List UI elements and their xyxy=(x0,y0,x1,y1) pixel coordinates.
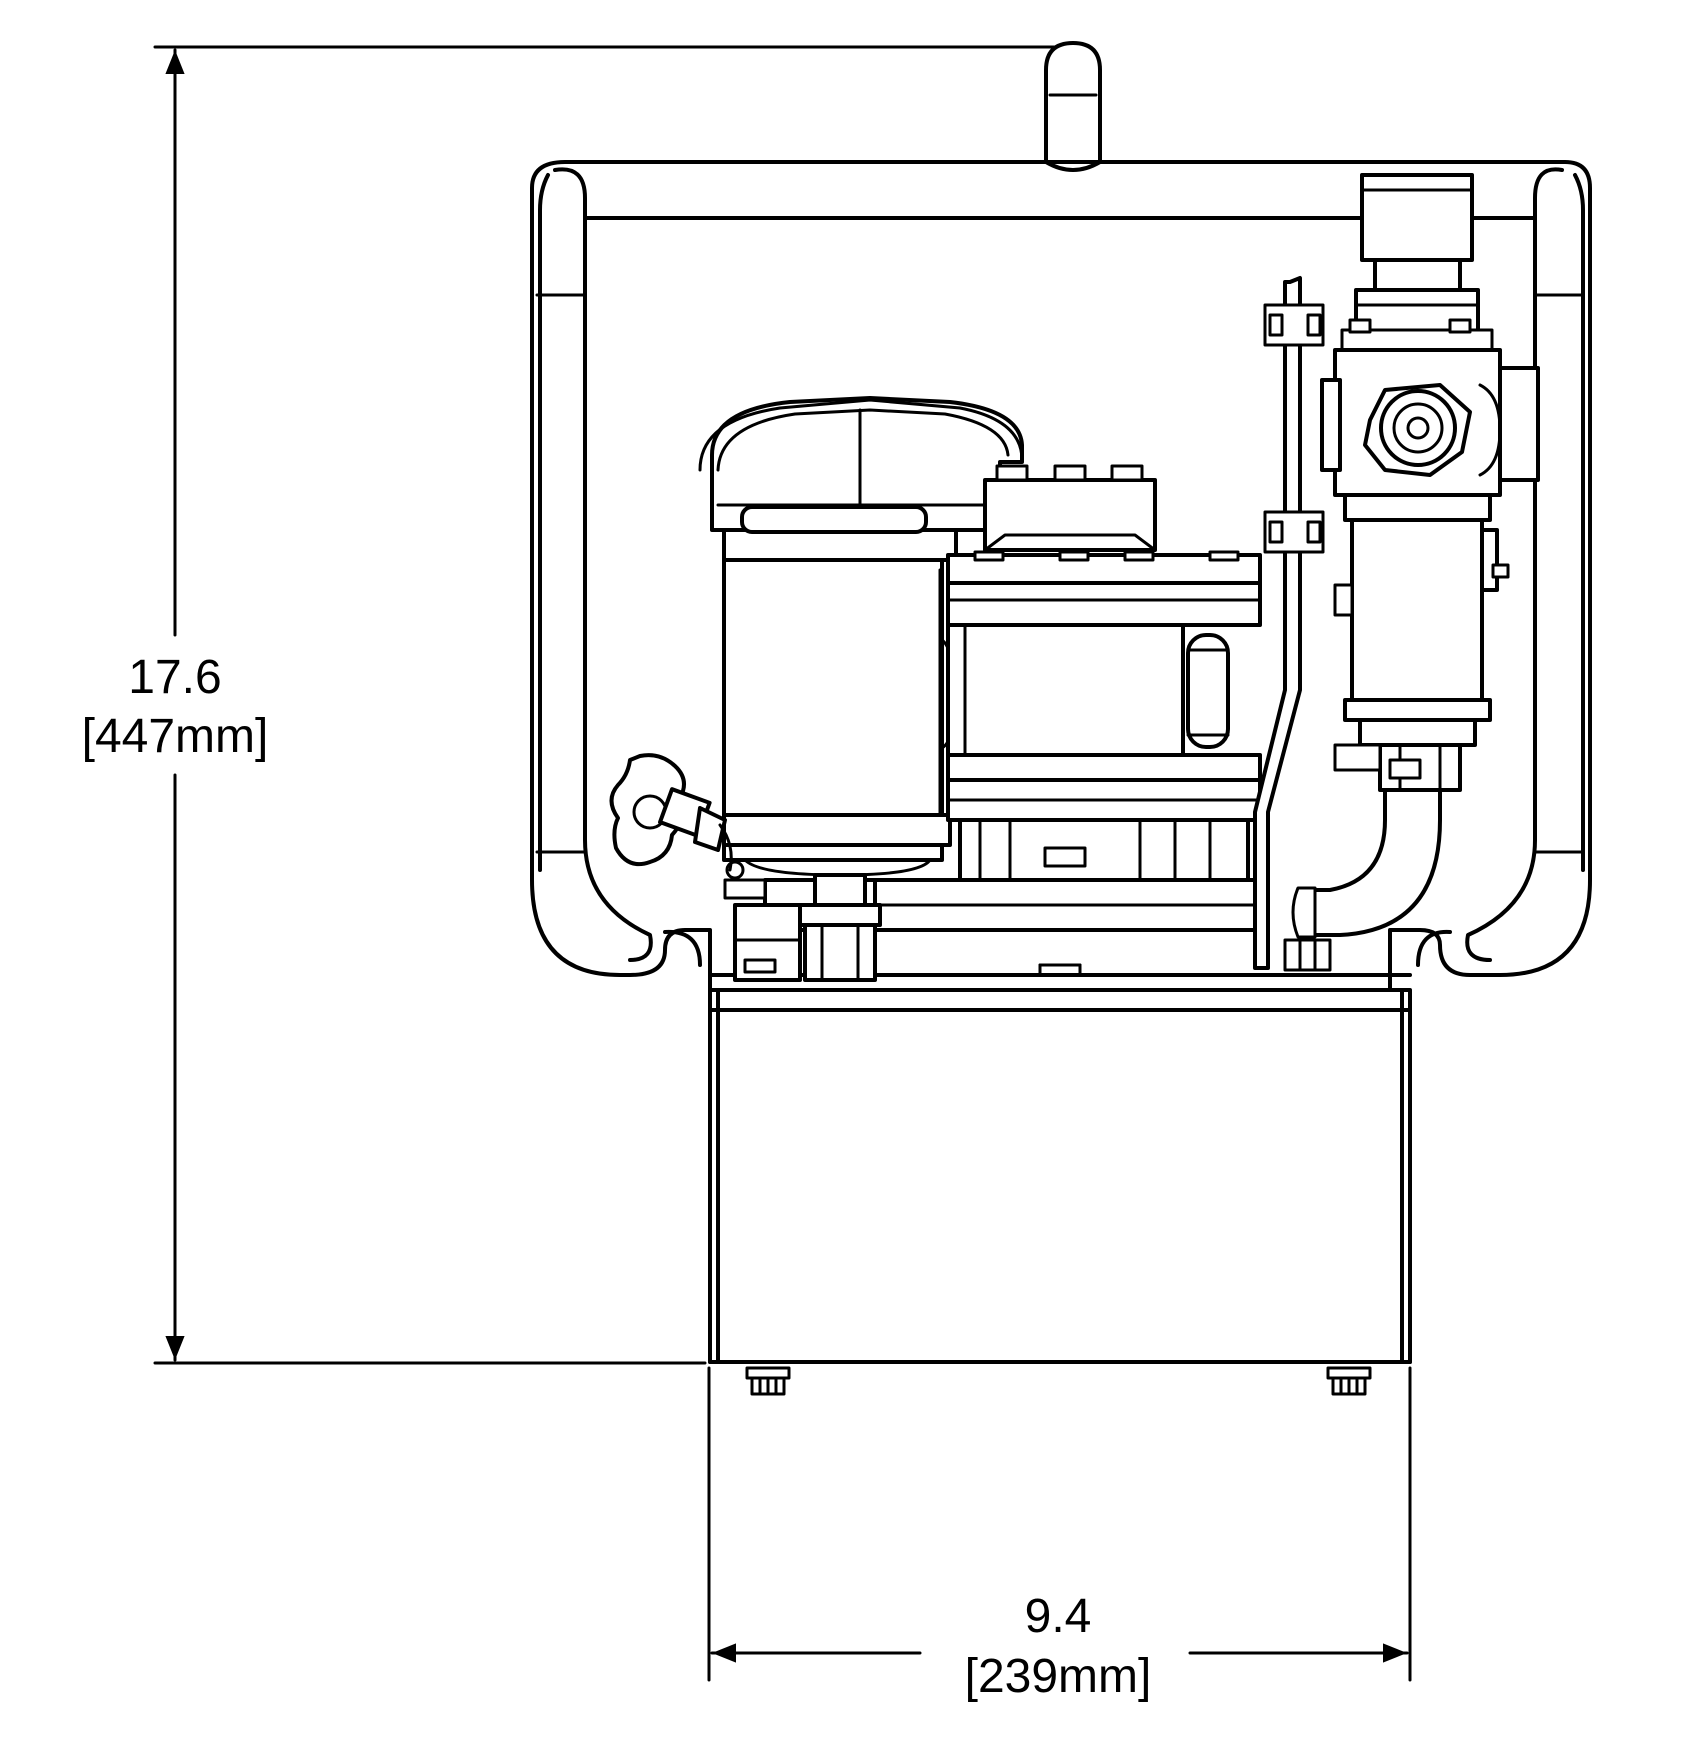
height-metric: [447mm] xyxy=(82,710,269,763)
release-valve-knob xyxy=(609,753,767,900)
width-metric: [239mm] xyxy=(965,1650,1152,1703)
carry-handle xyxy=(1044,41,1102,172)
height-dimension: 17.6 [447mm] xyxy=(82,45,1058,1365)
return-hose xyxy=(1291,788,1442,939)
tank-foot-right xyxy=(1326,1366,1372,1396)
mounting-bracket xyxy=(1253,276,1332,972)
height-value: 17.6 xyxy=(128,651,221,704)
reservoir-tank xyxy=(708,988,1412,1364)
width-dimension: 9.4 [239mm] xyxy=(707,1366,1412,1703)
width-value: 9.4 xyxy=(1025,1590,1092,1643)
tank-foot-left xyxy=(745,1366,791,1396)
outlet-fitting xyxy=(733,873,882,982)
control-valve xyxy=(1320,173,1540,792)
